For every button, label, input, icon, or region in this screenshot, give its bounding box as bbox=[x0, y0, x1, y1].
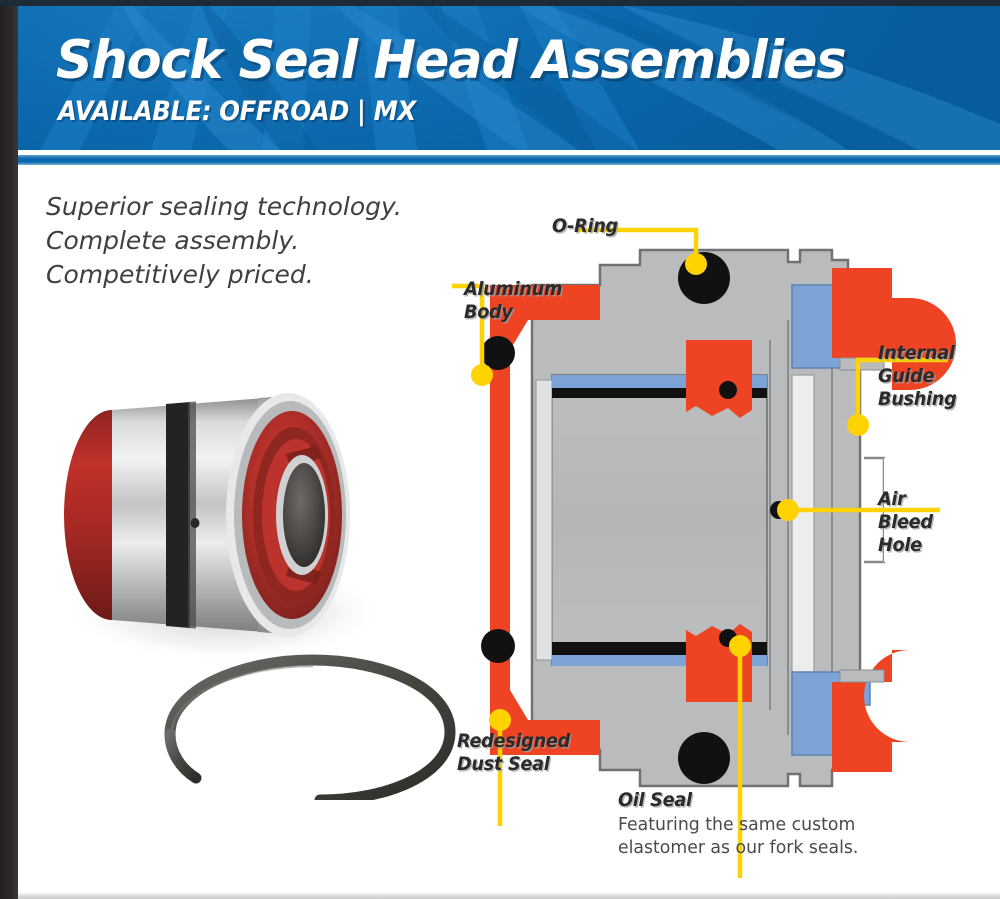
availability-subtitle: AVAILABLE: OFFROAD | MX bbox=[58, 96, 416, 127]
shaft-channel-left bbox=[535, 379, 553, 661]
callout-label-o-ring: O-Ring bbox=[552, 215, 618, 237]
oil-seal-top bbox=[686, 340, 752, 418]
intro-copy: Superior sealing technology. Complete as… bbox=[46, 190, 446, 292]
page-edge-bottom bbox=[18, 892, 1000, 899]
oring-bottom bbox=[678, 732, 730, 784]
lip-seal-bottom bbox=[832, 650, 910, 772]
callout-label-air-bleed-hole: Air Bleed Hole bbox=[878, 488, 933, 556]
cross-section-diagram bbox=[452, 227, 956, 878]
oring-left-bottom bbox=[481, 629, 515, 663]
page-title: Shock Seal Head Assemblies bbox=[56, 30, 847, 91]
intro-line-3: Competitively priced. bbox=[46, 260, 314, 289]
oring-highlight bbox=[188, 401, 196, 629]
air-bleed-hole-photo bbox=[190, 518, 200, 528]
intro-line-1: Superior sealing technology. bbox=[46, 192, 402, 221]
banner-divider-white-bottom bbox=[18, 165, 1000, 170]
shaft-channel-right bbox=[791, 374, 815, 676]
intro-line-2: Complete assembly. bbox=[46, 226, 300, 255]
bore-bushing-strip-bottom bbox=[552, 655, 767, 666]
marker-internal-guide-bushing bbox=[847, 414, 869, 436]
oring-groove-band bbox=[166, 402, 190, 628]
callout-label-aluminum-body: Aluminum Body bbox=[464, 278, 563, 323]
center-bore bbox=[283, 463, 325, 567]
marker-oil-seal bbox=[729, 635, 751, 657]
oring-left-top bbox=[481, 336, 515, 370]
header-banner: Shock Seal Head Assemblies AVAILABLE: OF… bbox=[18, 4, 1000, 150]
callout-label-oil-seal: Oil Seal bbox=[618, 789, 692, 811]
marker-aluminum-body bbox=[471, 364, 493, 386]
callout-marker-dots bbox=[471, 253, 869, 731]
bushing-seat-bottom bbox=[839, 669, 885, 683]
callout-label-redesigned-dust-seal: Redesigned Dust Seal bbox=[457, 730, 570, 775]
inner-bore-block bbox=[551, 374, 768, 666]
marker-air-bleed-hole bbox=[777, 499, 799, 521]
dust-seal-top bbox=[490, 285, 600, 375]
page-edge-top bbox=[0, 0, 1000, 6]
sunburst-rays-decoration bbox=[40, 4, 1000, 150]
snap-ring bbox=[164, 654, 456, 800]
banner-divider-blue-bar bbox=[18, 155, 1000, 165]
oring-detail-top bbox=[719, 381, 737, 399]
callout-leader-lines bbox=[452, 227, 948, 878]
bore-seal-strip-top bbox=[552, 388, 767, 398]
callout-label-internal-guide-bushing: Internal Guide Bushing bbox=[878, 342, 957, 410]
marker-dust-seal bbox=[489, 709, 511, 731]
callout-subcaption-oil-seal: Featuring the same custom elastomer as o… bbox=[618, 814, 859, 858]
dust-seal-bottom bbox=[490, 665, 600, 755]
dust-seal-wall bbox=[490, 375, 510, 665]
banner-divider-white-top bbox=[18, 150, 1000, 155]
page-edge-left bbox=[0, 0, 18, 899]
marker-o-ring bbox=[685, 253, 707, 275]
product-photo bbox=[64, 393, 456, 800]
